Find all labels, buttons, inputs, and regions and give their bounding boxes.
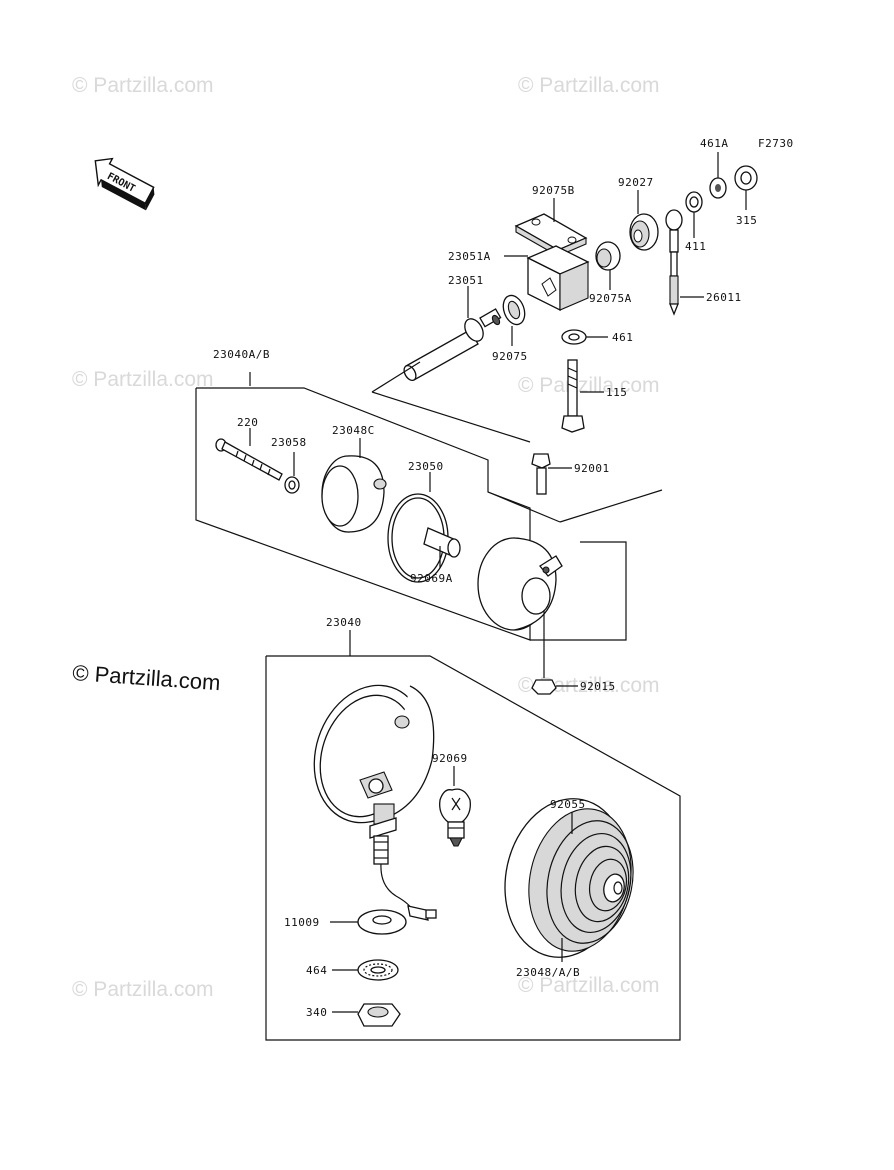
watermark: © Partzilla.com: [518, 974, 660, 997]
nut-340-icon: [357, 1003, 401, 1027]
part-label: 23058: [271, 436, 307, 449]
washer-461-icon: [561, 329, 587, 345]
part-label: 23040: [326, 616, 362, 629]
spacer-23058-icon: [284, 476, 300, 494]
part-label: 461: [612, 331, 633, 344]
part-label: 92075: [492, 350, 528, 363]
lock-washer-464-icon: [357, 959, 399, 981]
part-label: 23050: [408, 460, 444, 473]
watermark: © Partzilla.com: [72, 368, 214, 391]
watermark: © Partzilla.com: [518, 374, 660, 397]
watermark: © Partzilla.com: [72, 978, 214, 1001]
part-label: 340: [306, 1006, 327, 1019]
part-label: 26011: [706, 291, 742, 304]
part-label: 11009: [284, 916, 320, 929]
bolt-115-icon: [561, 359, 585, 433]
cable-lug-icon: [665, 209, 683, 316]
bolt-92001-icon: [531, 453, 551, 495]
nut-92015-icon: [531, 679, 557, 695]
grommet-92075a-icon: [595, 241, 621, 271]
washer-11009-icon: [357, 909, 407, 935]
headlight-housing-icon: [313, 684, 437, 921]
part-label: 23051A: [448, 250, 491, 263]
nut-315-icon: [734, 165, 758, 191]
part-label: 92069A: [410, 572, 453, 585]
part-label: 92027: [618, 176, 654, 189]
bracket-23051a-icon: [526, 245, 590, 312]
part-label: 23048/A/B: [516, 966, 580, 979]
part-label: 220: [237, 416, 258, 429]
bulb-92069-icon: [439, 788, 471, 847]
housing-shell-icon: [477, 537, 563, 631]
part-label: 464: [306, 964, 327, 977]
part-label: 115: [606, 386, 627, 399]
grommet-92075-icon: [502, 294, 526, 326]
part-label: 92055: [550, 798, 586, 811]
rim-23048c-icon: [321, 455, 387, 533]
part-label: 23051: [448, 274, 484, 287]
watermarks: © Partzilla.com © Partzilla.com © Partzi…: [72, 74, 660, 1001]
figure-code: F2730: [758, 137, 794, 150]
part-label: 92001: [574, 462, 610, 475]
screw-220-icon: [215, 438, 283, 481]
watermark: © Partzilla.com: [72, 74, 214, 97]
gasket-23050-icon: [387, 493, 461, 583]
lens-92055-icon: [504, 798, 634, 958]
part-label: 92075B: [532, 184, 575, 197]
shaft-23051-icon: [403, 308, 502, 382]
part-label: 92075A: [589, 292, 632, 305]
washer-461a-icon: [709, 177, 727, 199]
part-label: 23048C: [332, 424, 375, 437]
part-label: 315: [736, 214, 757, 227]
part-label: 23040A/B: [213, 348, 270, 361]
front-arrow-icon: FRONT: [94, 157, 155, 211]
partzilla-watermark: © Partzilla.com: [72, 660, 222, 695]
part-label: 92069: [432, 752, 468, 765]
grommet-92027-icon: [629, 213, 659, 251]
washer-411-icon: [685, 191, 703, 213]
part-label: 461A: [700, 137, 729, 150]
part-label: 411: [685, 240, 706, 253]
part-label: 92015: [580, 680, 616, 693]
watermark: © Partzilla.com: [518, 74, 660, 97]
